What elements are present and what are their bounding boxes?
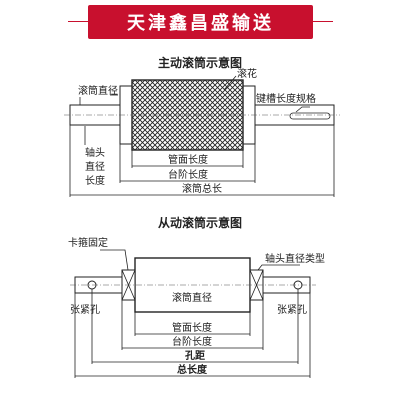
label-tension-hole-left: 张紧孔 — [70, 304, 100, 316]
company-name: 天津鑫昌盛输送 — [127, 13, 274, 34]
drive-roller-title: 主动滚筒示意图 — [157, 56, 242, 70]
label-shaft-head: 轴头 — [85, 146, 105, 159]
driven-roller-title: 从动滚筒示意图 — [157, 216, 242, 230]
label-total-length: 滚筒总长 — [182, 182, 222, 195]
label-hole-distance: 孔距 — [185, 349, 205, 362]
label-driven-step-length: 台阶长度 — [172, 335, 212, 348]
label-driven-total-length: 总长度 — [177, 363, 208, 376]
banner-line-right — [313, 21, 333, 22]
label-roller-diameter: 滚筒直径 — [78, 84, 118, 97]
label-keyway-spec: 键槽长度规格 — [256, 92, 316, 105]
label-knurling: 滚花 — [237, 67, 257, 80]
label-step-length: 台阶长度 — [168, 168, 208, 181]
label-tension-hole-right: 张紧孔 — [277, 304, 307, 316]
label-circlip: 卡箍固定 — [68, 236, 108, 249]
banner-line-left — [68, 21, 88, 22]
label-shaft-diameter: 直径 — [85, 160, 105, 173]
label-shaft-length: 长度 — [85, 174, 105, 187]
label-driven-roller-diameter: 滚筒直径 — [172, 291, 212, 304]
company-banner: 天津鑫昌盛输送 — [88, 5, 313, 39]
drive-roller-drawing — [64, 75, 340, 197]
label-pipe-length: 管面长度 — [168, 153, 208, 166]
label-driven-pipe-length: 管面长度 — [172, 321, 212, 334]
driven-roller-drawing — [70, 249, 316, 378]
keyway — [289, 112, 331, 120]
label-shaft-type: 轴头直径类型 — [265, 252, 325, 265]
